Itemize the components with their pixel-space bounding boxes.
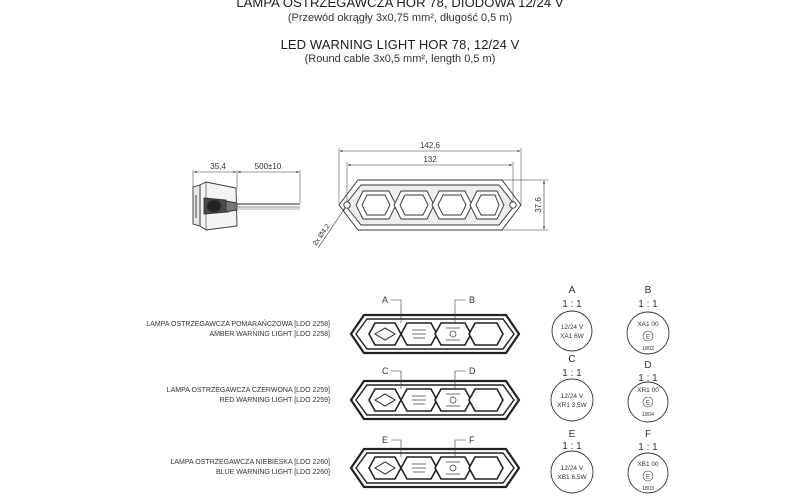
subtitle-polish: (Przewód okrągły 3x0,75 mm², długość 0,5… <box>287 12 513 24</box>
detail-scale: 1 : 1 <box>562 368 582 379</box>
variant-row-red: C D <box>349 366 521 421</box>
detail-scale: 1 : 1 <box>562 441 582 452</box>
callout-line <box>454 439 466 457</box>
dim-height: 37,6 <box>534 197 543 213</box>
callout-letter: A <box>382 295 388 305</box>
detail-line1: 12/24 V <box>561 465 584 472</box>
callout-line <box>391 299 402 323</box>
detail-line1: XB1 00 <box>637 461 659 468</box>
svg-text:E: E <box>646 401 650 407</box>
callout-line <box>454 370 466 389</box>
callout-line <box>454 299 466 323</box>
variant-row-blue: E F <box>349 435 521 489</box>
detail-letter: C <box>568 354 575 365</box>
detail-letter: B <box>645 285 652 296</box>
dim-overall-length: 142,6 <box>420 141 441 150</box>
callout-line <box>391 439 402 457</box>
detail-e: E 1 : 1 12/24 V XB1 6,5W <box>550 429 594 494</box>
variant-label-blue: LAMPA OSTRZEGAWCZA NIEBIESKA [LDO 2260] … <box>0 458 331 478</box>
detail-c: C 1 : 1 12/24 V XR1 3,5W <box>550 354 594 422</box>
side-view <box>192 170 301 231</box>
variant-label-amber: LAMPA OSTRZEGAWCZA POMARAŃCZOWA [LDO 225… <box>0 320 330 340</box>
subtitle-english: (Round cable 3x0,5 mm², length 0,5 m) <box>304 53 496 65</box>
detail-line1: XR1 00 <box>637 387 659 394</box>
detail-f: F 1 : 1 XB1 00 E 1803 <box>627 429 669 494</box>
variant-row-amber: A B <box>349 295 521 355</box>
detail-letter: D <box>644 360 651 371</box>
detail-letter: E <box>569 429 576 440</box>
callout-letter: D <box>469 366 476 376</box>
detail-scale: 1 : 1 <box>638 299 658 310</box>
variant-label-en: BLUE WARNING LIGHT [LDO 2260] <box>216 469 330 476</box>
detail-a: A 1 : 1 12/24 V XA1 6W <box>551 285 593 352</box>
detail-letter: F <box>645 429 651 440</box>
callout-letter: C <box>382 366 389 376</box>
title-polish: LAMPA OSTRZEGAWCZA HOR 78, DIODOWA 12/24… <box>236 0 564 10</box>
callout-letter: E <box>382 435 388 445</box>
callout-line <box>391 370 402 389</box>
callout-letter: B <box>469 295 475 305</box>
dim-hole-spacing: 132 <box>423 155 437 164</box>
detail-line1: 12/24 V <box>561 324 584 331</box>
e-mark-icon: E <box>642 396 654 408</box>
variant-label-pl: LAMPA OSTRZEGAWCZA CZERWONA [LDO 2259] <box>166 387 330 394</box>
svg-text:E: E <box>646 335 650 341</box>
detail-line2: XR1 3,5W <box>557 402 587 409</box>
title-english: LED WARNING LIGHT HOR 78, 12/24 V <box>280 37 520 52</box>
detail-line2: XA1 6W <box>560 333 585 340</box>
detail-scale: 1 : 1 <box>638 373 658 384</box>
detail-letter: A <box>569 285 576 296</box>
e-mark-icon: E <box>642 330 654 342</box>
variant-label-en: AMBER WARNING LIGHT [LDO 2258] <box>209 331 330 338</box>
detail-scale: 1 : 1 <box>562 299 582 310</box>
e-mark-icon: E <box>642 470 654 482</box>
front-view <box>317 148 548 249</box>
detail-line2: 1804 <box>642 412 654 418</box>
detail-line2: XB1 6,5W <box>557 474 587 481</box>
detail-scale: 1 : 1 <box>638 442 658 453</box>
variant-label-en: RED WARNING LIGHT [LDO 2259] <box>219 397 330 404</box>
variant-label-pl: LAMPA OSTRZEGAWCZA POMARAŃCZOWA [LDO 225… <box>146 321 330 328</box>
variant-label-pl: LAMPA OSTRZEGAWCZA NIEBIESKA [LDO 2260] <box>170 459 331 466</box>
detail-d: D 1 : 1 XR1 00 E 1804 <box>627 360 669 423</box>
detail-line1: XA1 00 <box>637 321 659 328</box>
dim-cable-length: 500±10 <box>255 162 282 171</box>
detail-line2: 1803 <box>642 486 654 492</box>
dim-side-depth: 35,4 <box>210 162 226 171</box>
svg-text:E: E <box>646 475 650 481</box>
detail-b: B 1 : 1 XA1 00 E 1802 <box>626 285 670 355</box>
callout-letter: F <box>469 435 475 445</box>
detail-line1: 12/24 V <box>561 393 584 400</box>
variant-label-red: LAMPA OSTRZEGAWCZA CZERWONA [LDO 2259] R… <box>0 386 330 406</box>
dim-holes: 2x Ø4,2 <box>312 223 332 247</box>
detail-line2: 1802 <box>642 346 654 352</box>
